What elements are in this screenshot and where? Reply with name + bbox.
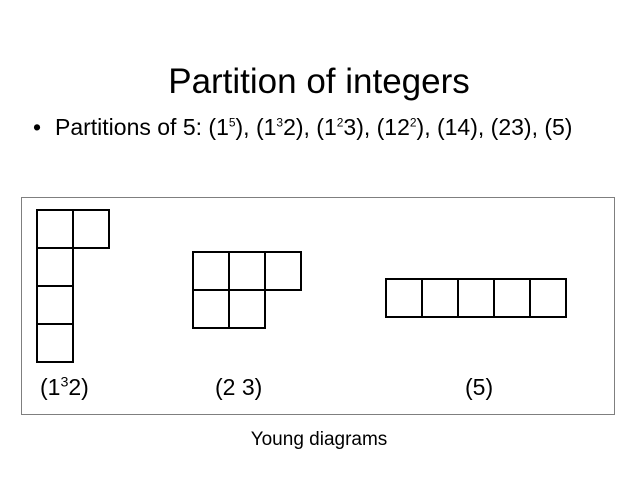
- young-diagram-cell: [385, 278, 423, 318]
- young-diagram-cell: [228, 251, 266, 291]
- young-diagram-cell: [264, 251, 302, 291]
- bullet-segment-1: Partitions of 5: (1: [55, 114, 229, 140]
- young-diagram-row: [36, 285, 108, 325]
- young-diagram-row: [36, 247, 108, 287]
- bullet-text: Partitions of 5: (15), (132), (123), (12…: [55, 111, 613, 144]
- young-diagram-row: [36, 209, 110, 249]
- young-diagram-cell: [493, 278, 531, 318]
- bullet-superscript-2: 3: [276, 115, 284, 130]
- bullet-segment-3: 2), (1: [283, 114, 337, 140]
- young-diagram-row: [385, 278, 567, 318]
- young-diagram-3: [385, 278, 567, 318]
- label-3-prefix: (5): [465, 374, 494, 400]
- young-diagram-1-label: (132): [40, 374, 89, 400]
- bullet-marker-icon: •: [33, 114, 42, 140]
- label-2-prefix: (2 3): [215, 374, 263, 400]
- young-diagram-frame: (132) (2 3) (5): [21, 197, 615, 415]
- young-diagram-3-label: (5): [465, 374, 493, 400]
- young-diagram-cell: [36, 285, 74, 325]
- young-diagram-cell: [36, 247, 74, 287]
- bullet-segment-2: ), (1: [235, 114, 277, 140]
- young-diagram-row: [192, 289, 300, 329]
- young-diagram-cell: [192, 289, 230, 329]
- young-diagram-cell: [192, 251, 230, 291]
- bullet-superscript-4: 2: [409, 115, 417, 130]
- young-diagram-cell: [457, 278, 495, 318]
- label-1-suffix: 2): [68, 374, 89, 400]
- figure-caption: Young diagrams: [250, 429, 388, 450]
- bullet-superscript-1: 5: [228, 115, 236, 130]
- bullet-segment-4: 3), (12: [343, 114, 410, 140]
- young-diagram-cell: [228, 289, 266, 329]
- young-diagram-1: [36, 209, 110, 363]
- bullet-superscript-3: 2: [336, 115, 344, 130]
- bullet-segment-5: ), (14), (23), (5): [416, 114, 573, 140]
- young-diagram-row: [36, 323, 108, 363]
- young-diagram-cell: [529, 278, 567, 318]
- label-1-superscript: 3: [60, 374, 69, 391]
- young-diagram-2: [192, 251, 302, 329]
- bullet-item: • Partitions of 5: (15), (132), (123), (…: [33, 111, 613, 144]
- young-diagram-cell: [421, 278, 459, 318]
- young-diagram-cell: [36, 323, 74, 363]
- young-diagram-cell: [36, 209, 74, 249]
- label-1-prefix: (1: [40, 374, 61, 400]
- young-diagram-row: [192, 251, 302, 291]
- page-title: Partition of integers: [168, 62, 470, 102]
- young-diagram-2-label: (2 3): [215, 374, 262, 400]
- young-diagram-cell: [72, 209, 110, 249]
